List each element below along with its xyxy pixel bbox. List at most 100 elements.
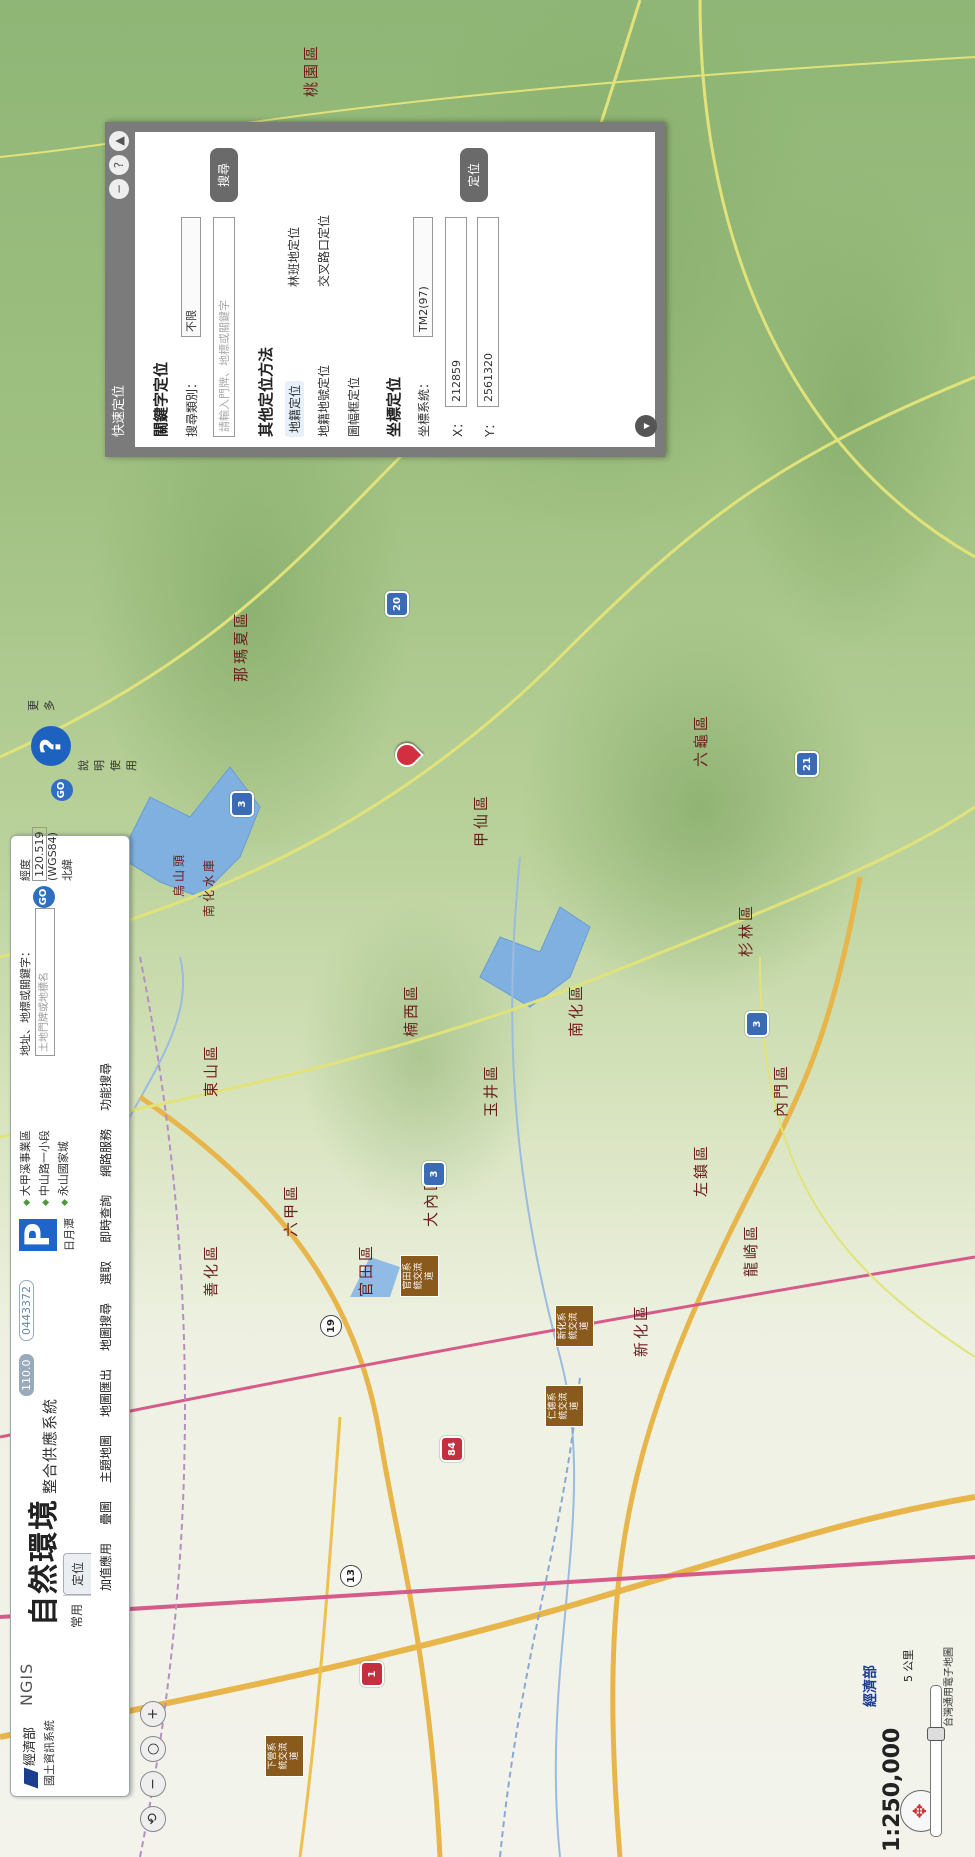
interchange-label: 下營系統交流道 <box>265 1735 304 1777</box>
place-label: 新化區 <box>632 1302 650 1357</box>
zoom-slider-thumb[interactable] <box>927 1727 945 1741</box>
system-title: 自然環境 <box>27 1498 62 1626</box>
route-shield: 3 <box>230 791 254 817</box>
place-label: 東山區 <box>202 1042 220 1097</box>
route-shield: 13 <box>340 1565 362 1587</box>
keyword-input[interactable]: 請輸入門牌、地標或關鍵字 <box>213 217 235 437</box>
expand-icon[interactable]: ▾ <box>635 415 657 437</box>
method-sheet[interactable]: 圖幅框定位 <box>347 376 361 437</box>
place-label: 南化水庫 <box>202 856 216 917</box>
locate-button[interactable]: 定位 <box>460 148 488 202</box>
x-label: X： <box>451 416 465 437</box>
interchange-label: 官田系統交流道 <box>400 1255 439 1297</box>
scale-text: 1:250,000 <box>880 1727 905 1852</box>
coord-go-button[interactable]: GO <box>51 779 73 801</box>
rotate-button[interactable]: ⟲ <box>140 1806 166 1832</box>
search-button[interactable]: 搜尋 <box>210 148 238 202</box>
method-forest[interactable]: 林班地定位 <box>287 226 301 287</box>
more-link[interactable]: 更多 <box>27 700 56 711</box>
function-tab[interactable]: 地圖匯出 <box>99 1368 113 1417</box>
route-shield: 20 <box>385 591 409 617</box>
function-tab[interactable]: 主題地圖 <box>99 1434 113 1483</box>
zoom-in-button[interactable]: + <box>140 1701 166 1727</box>
function-tab[interactable]: 即時查詢 <box>99 1194 113 1243</box>
help-icon[interactable]: ? <box>109 155 129 175</box>
main-tabs: 常用 定位 <box>63 1552 91 1636</box>
minimize-icon[interactable]: − <box>109 179 129 199</box>
place-label: 那瑪夏區 <box>232 609 250 682</box>
route-shield: 19 <box>320 1315 342 1337</box>
tab-locate[interactable]: 定位 <box>63 1552 91 1595</box>
place-label: 烏山頭 <box>172 851 186 897</box>
quick-link[interactable]: 大甲溪事業區 <box>17 1130 36 1206</box>
version-badge: 110.0 <box>19 1354 34 1396</box>
address-label: 地址、地標或關鍵字： <box>19 946 32 1056</box>
route-shield: 21 <box>795 751 819 777</box>
keyword-section-title: 關鍵字定位 <box>152 361 170 437</box>
category-select[interactable]: 不限 <box>181 217 201 337</box>
coord-system-label: 坐標系統： <box>417 376 431 437</box>
function-tab[interactable]: 功能搜尋 <box>99 1062 113 1111</box>
tab-common[interactable]: 常用 <box>63 1594 91 1636</box>
function-tab[interactable]: 選取 <box>99 1260 113 1285</box>
lon-input[interactable]: 120.519 <box>32 827 47 881</box>
place-label: 玉井區 <box>482 1062 500 1117</box>
place-label: 官田區 <box>357 1242 375 1297</box>
y-input[interactable]: 2561320 <box>477 217 499 407</box>
place-label: 六甲區 <box>282 1182 300 1237</box>
place-label: 善化區 <box>202 1242 220 1297</box>
quick-links: 大甲溪事業區 中山路一小段 永山國家城 <box>17 1130 74 1206</box>
function-tab[interactable]: 疊圖 <box>99 1500 113 1525</box>
parking-icon[interactable]: P <box>18 1219 58 1251</box>
help-link[interactable]: 說明使用 <box>77 760 138 771</box>
visitor-counter: 0443372 <box>19 1280 34 1341</box>
interchange-label: 新化系統交流道 <box>555 1305 594 1347</box>
coord-system-select[interactable]: TM2(97) <box>413 217 433 337</box>
method-cadastral[interactable]: 地籍定位 <box>285 380 304 437</box>
place-label: 桃園區 <box>302 42 320 97</box>
function-tab[interactable]: 地圖搜尋 <box>99 1302 113 1351</box>
footer-map-source: 台灣通用電子地圖 <box>944 1647 955 1727</box>
other-methods-title: 其他定位方法 <box>257 346 275 437</box>
function-tab[interactable]: 網路服務 <box>99 1128 113 1177</box>
ngis-label: NGIS <box>17 1662 36 1706</box>
zoom-out-button[interactable]: − <box>140 1771 166 1797</box>
quick-link[interactable]: 永山國家城 <box>55 1130 74 1206</box>
quick-locate-panel: 快速定位 − ? ▲ 關鍵字定位 搜尋類別： 不限 請輸入門牌、地標或關鍵字 搜… <box>105 122 665 457</box>
ministry-name: 經濟部 <box>23 1726 38 1766</box>
address-go-button[interactable]: GO <box>33 886 55 908</box>
route-shield: 1 <box>360 1661 384 1687</box>
y-label: Y： <box>483 417 497 437</box>
function-tabs: 加值應用 疊圖 主題地圖 地圖匯出 地圖搜尋 選取 即時查詢 網路服務 功能搜尋 <box>97 1063 114 1591</box>
quick-link[interactable]: 中山路一小段 <box>36 1130 55 1206</box>
interchange-label: 仁德系統交流道 <box>545 1385 584 1427</box>
place-label: 甲仙區 <box>472 792 490 847</box>
moea-logo-icon <box>23 1767 38 1789</box>
route-shield: 84 <box>440 1436 464 1462</box>
method-intersection[interactable]: 交叉路口定位 <box>317 214 331 287</box>
lonlat-group: 經度 120.519 (WGS84) 北緯 <box>17 827 75 881</box>
x-input[interactable]: 212859 <box>445 217 467 407</box>
zoom-level-button[interactable]: ○ <box>140 1736 166 1762</box>
system-subtitle: 整合供應系統 <box>41 1397 59 1494</box>
place-label: 楠西區 <box>402 982 420 1037</box>
function-tab[interactable]: 加值應用 <box>99 1542 113 1591</box>
parking-label: 日月潭 <box>63 1218 76 1251</box>
place-label: 南化區 <box>567 982 585 1037</box>
method-parcel[interactable]: 地籍地號定位 <box>317 364 331 437</box>
lon-label: 經度 <box>19 859 32 881</box>
collapse-icon[interactable]: ▲ <box>109 131 129 151</box>
footer-ministry: 經濟部 <box>863 1665 879 1707</box>
place-label: 左鎮區 <box>692 1142 710 1197</box>
lat-label: 北緯 <box>61 859 74 881</box>
place-label: 杉林區 <box>737 902 755 957</box>
system-small-title: 國土資訊系統 <box>43 1720 56 1786</box>
coord-section-title: 坐標定位 <box>385 376 403 437</box>
ministry-logo[interactable]: 經濟部 <box>19 1726 38 1789</box>
help-icon[interactable]: ? <box>31 726 71 766</box>
address-input[interactable]: 土地門牌或地標名 <box>35 908 55 1056</box>
route-shield: 3 <box>745 1011 769 1037</box>
place-label: 龍崎區 <box>742 1222 760 1277</box>
